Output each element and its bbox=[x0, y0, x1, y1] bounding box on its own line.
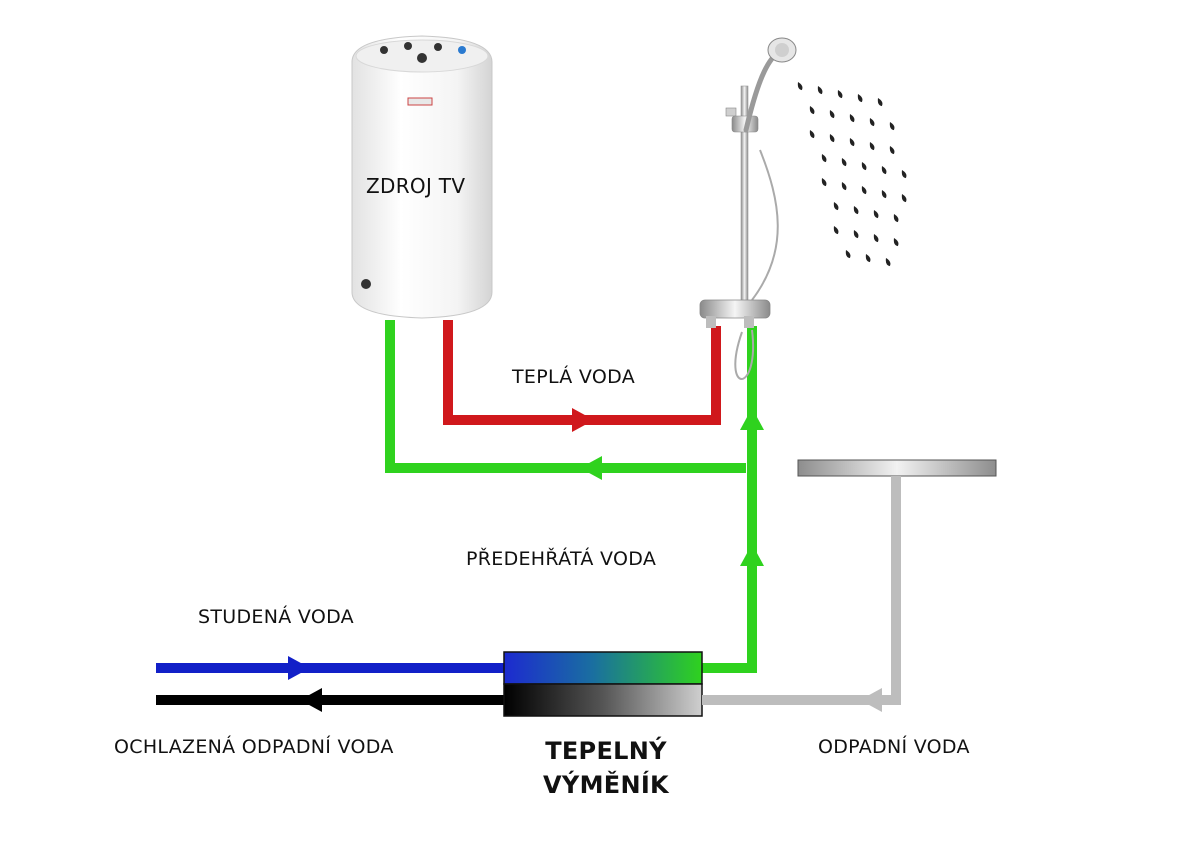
water-drop-icon bbox=[873, 210, 879, 219]
water-drop-icon bbox=[809, 130, 815, 139]
water-drop-icon bbox=[853, 205, 859, 215]
water-drop-icon bbox=[841, 181, 847, 191]
water-drop-icon bbox=[869, 142, 875, 151]
water-drop-icon bbox=[829, 110, 835, 119]
riser-arrow-icon bbox=[740, 408, 764, 430]
drain-basin bbox=[797, 459, 997, 477]
cooled-flow-arrow-icon bbox=[300, 688, 322, 712]
shower-set bbox=[699, 37, 797, 380]
water-drop-icon bbox=[809, 106, 815, 115]
water-drop-icon bbox=[821, 154, 827, 163]
water-drop-icon bbox=[901, 194, 907, 203]
water-drop-icon bbox=[837, 90, 843, 99]
hot-water-label: TEPLÁ VODA bbox=[512, 366, 636, 388]
water-heater-tank bbox=[351, 35, 493, 319]
preheated-riser-pipe bbox=[702, 326, 757, 673]
water-drop-icon bbox=[849, 138, 855, 147]
cooled-waste-water-label: OCHLAZENÁ ODPADNÍ VODA bbox=[114, 736, 394, 758]
brand-logo-icon bbox=[407, 97, 433, 106]
heater-label: ZDROJ TV bbox=[366, 174, 466, 198]
water-drop-icon bbox=[865, 254, 871, 263]
water-drops bbox=[797, 82, 907, 267]
water-drop-icon bbox=[857, 94, 863, 103]
water-drop-icon bbox=[889, 122, 895, 131]
water-drop-icon bbox=[829, 134, 835, 143]
cold-water-label: STUDENÁ VODA bbox=[198, 606, 354, 628]
heat-exchanger bbox=[503, 651, 703, 717]
water-drop-icon bbox=[901, 170, 907, 179]
preheated-water-label: PŘEDEHŘÁTÁ VODA bbox=[466, 548, 657, 570]
water-drop-icon bbox=[861, 186, 867, 195]
water-drop-icon bbox=[881, 165, 887, 175]
cold-flow-arrow-icon bbox=[288, 656, 310, 680]
water-drop-icon bbox=[869, 118, 875, 127]
shower-hose bbox=[734, 329, 755, 380]
waste-water-label: ODPADNÍ VODA bbox=[818, 736, 970, 758]
water-drop-icon bbox=[861, 161, 867, 171]
heat-exchanger-label-line1: TEPELNÝ bbox=[545, 737, 667, 765]
hot-flow-arrow-icon bbox=[572, 408, 594, 432]
water-drop-icon bbox=[833, 201, 839, 211]
water-drop-icon bbox=[817, 86, 823, 95]
water-drop-icon bbox=[889, 146, 895, 155]
water-drop-icon bbox=[849, 114, 855, 123]
heat-exchanger-label: TEPELNÝ VÝMĚNÍK bbox=[536, 734, 676, 802]
water-drop-icon bbox=[833, 226, 839, 235]
water-drop-icon bbox=[821, 178, 827, 187]
waste-water-pipe bbox=[702, 476, 901, 705]
preheated-flow-arrow-icon bbox=[580, 456, 602, 480]
water-drop-icon bbox=[873, 234, 879, 243]
tank-connector-icon bbox=[380, 46, 388, 54]
riser-arrow-icon-2 bbox=[740, 544, 764, 566]
water-drop-icon bbox=[885, 258, 891, 267]
water-drop-icon bbox=[893, 214, 899, 223]
preheated-return-pipe bbox=[385, 320, 746, 473]
water-drop-icon bbox=[881, 190, 887, 199]
shower-mixer-icon bbox=[699, 299, 771, 319]
water-drop-icon bbox=[877, 98, 883, 107]
waste-flow-arrow-icon bbox=[860, 688, 882, 712]
water-drop-icon bbox=[893, 238, 899, 247]
water-drop-icon bbox=[841, 158, 847, 167]
heat-exchanger-label-line2: VÝMĚNÍK bbox=[543, 771, 669, 799]
water-drop-icon bbox=[797, 82, 803, 91]
water-drop-icon bbox=[853, 230, 859, 239]
water-drop-icon bbox=[845, 250, 851, 259]
